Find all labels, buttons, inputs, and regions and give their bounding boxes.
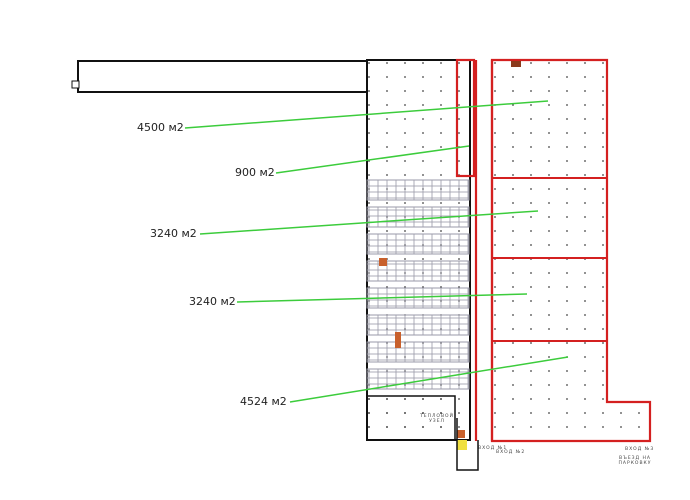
heat-unit-box bbox=[457, 430, 465, 438]
area-label-4500: 4500 м2 bbox=[137, 121, 184, 134]
rack-row bbox=[366, 341, 470, 363]
rack-row bbox=[366, 260, 470, 282]
leader-line bbox=[289, 356, 569, 403]
annex-box bbox=[71, 80, 80, 89]
zone-right bbox=[490, 58, 652, 443]
entrance-2-label: ВХОД №2 bbox=[496, 450, 526, 455]
heat-unit-label: ТЕПЛОВОЙ УЗЕЛ bbox=[420, 414, 454, 424]
heat-unit-box bbox=[457, 440, 467, 450]
stair-outline bbox=[456, 418, 479, 471]
leader-line bbox=[184, 100, 549, 129]
leader-line bbox=[199, 210, 539, 235]
heat-unit-room bbox=[366, 395, 456, 441]
leader-line bbox=[275, 145, 470, 174]
entrance-1-label: ВХОД №1 bbox=[478, 446, 508, 451]
area-label-4524: 4524 м2 bbox=[240, 395, 287, 408]
area-label-3240-b: 3240 м2 bbox=[189, 295, 236, 308]
rack-row bbox=[366, 368, 470, 390]
equipment-box bbox=[395, 332, 401, 348]
rack-row bbox=[366, 206, 470, 228]
rack-row bbox=[366, 179, 470, 201]
area-label-3240-a: 3240 м2 bbox=[150, 227, 197, 240]
equipment-box bbox=[511, 61, 521, 67]
rack-row bbox=[366, 233, 470, 255]
entrance-3-label: ВХОД №3 bbox=[625, 447, 655, 452]
annex-wing bbox=[77, 60, 368, 93]
zone-900 bbox=[455, 58, 476, 178]
rack-row bbox=[366, 314, 470, 336]
leader-line bbox=[236, 293, 528, 303]
equipment-box bbox=[379, 258, 387, 266]
parking-entry-label: ВЪЕЗД НА ПАРКОВКУ bbox=[618, 456, 652, 466]
rack-rows bbox=[366, 179, 470, 390]
area-label-900: 900 м2 bbox=[235, 166, 275, 179]
